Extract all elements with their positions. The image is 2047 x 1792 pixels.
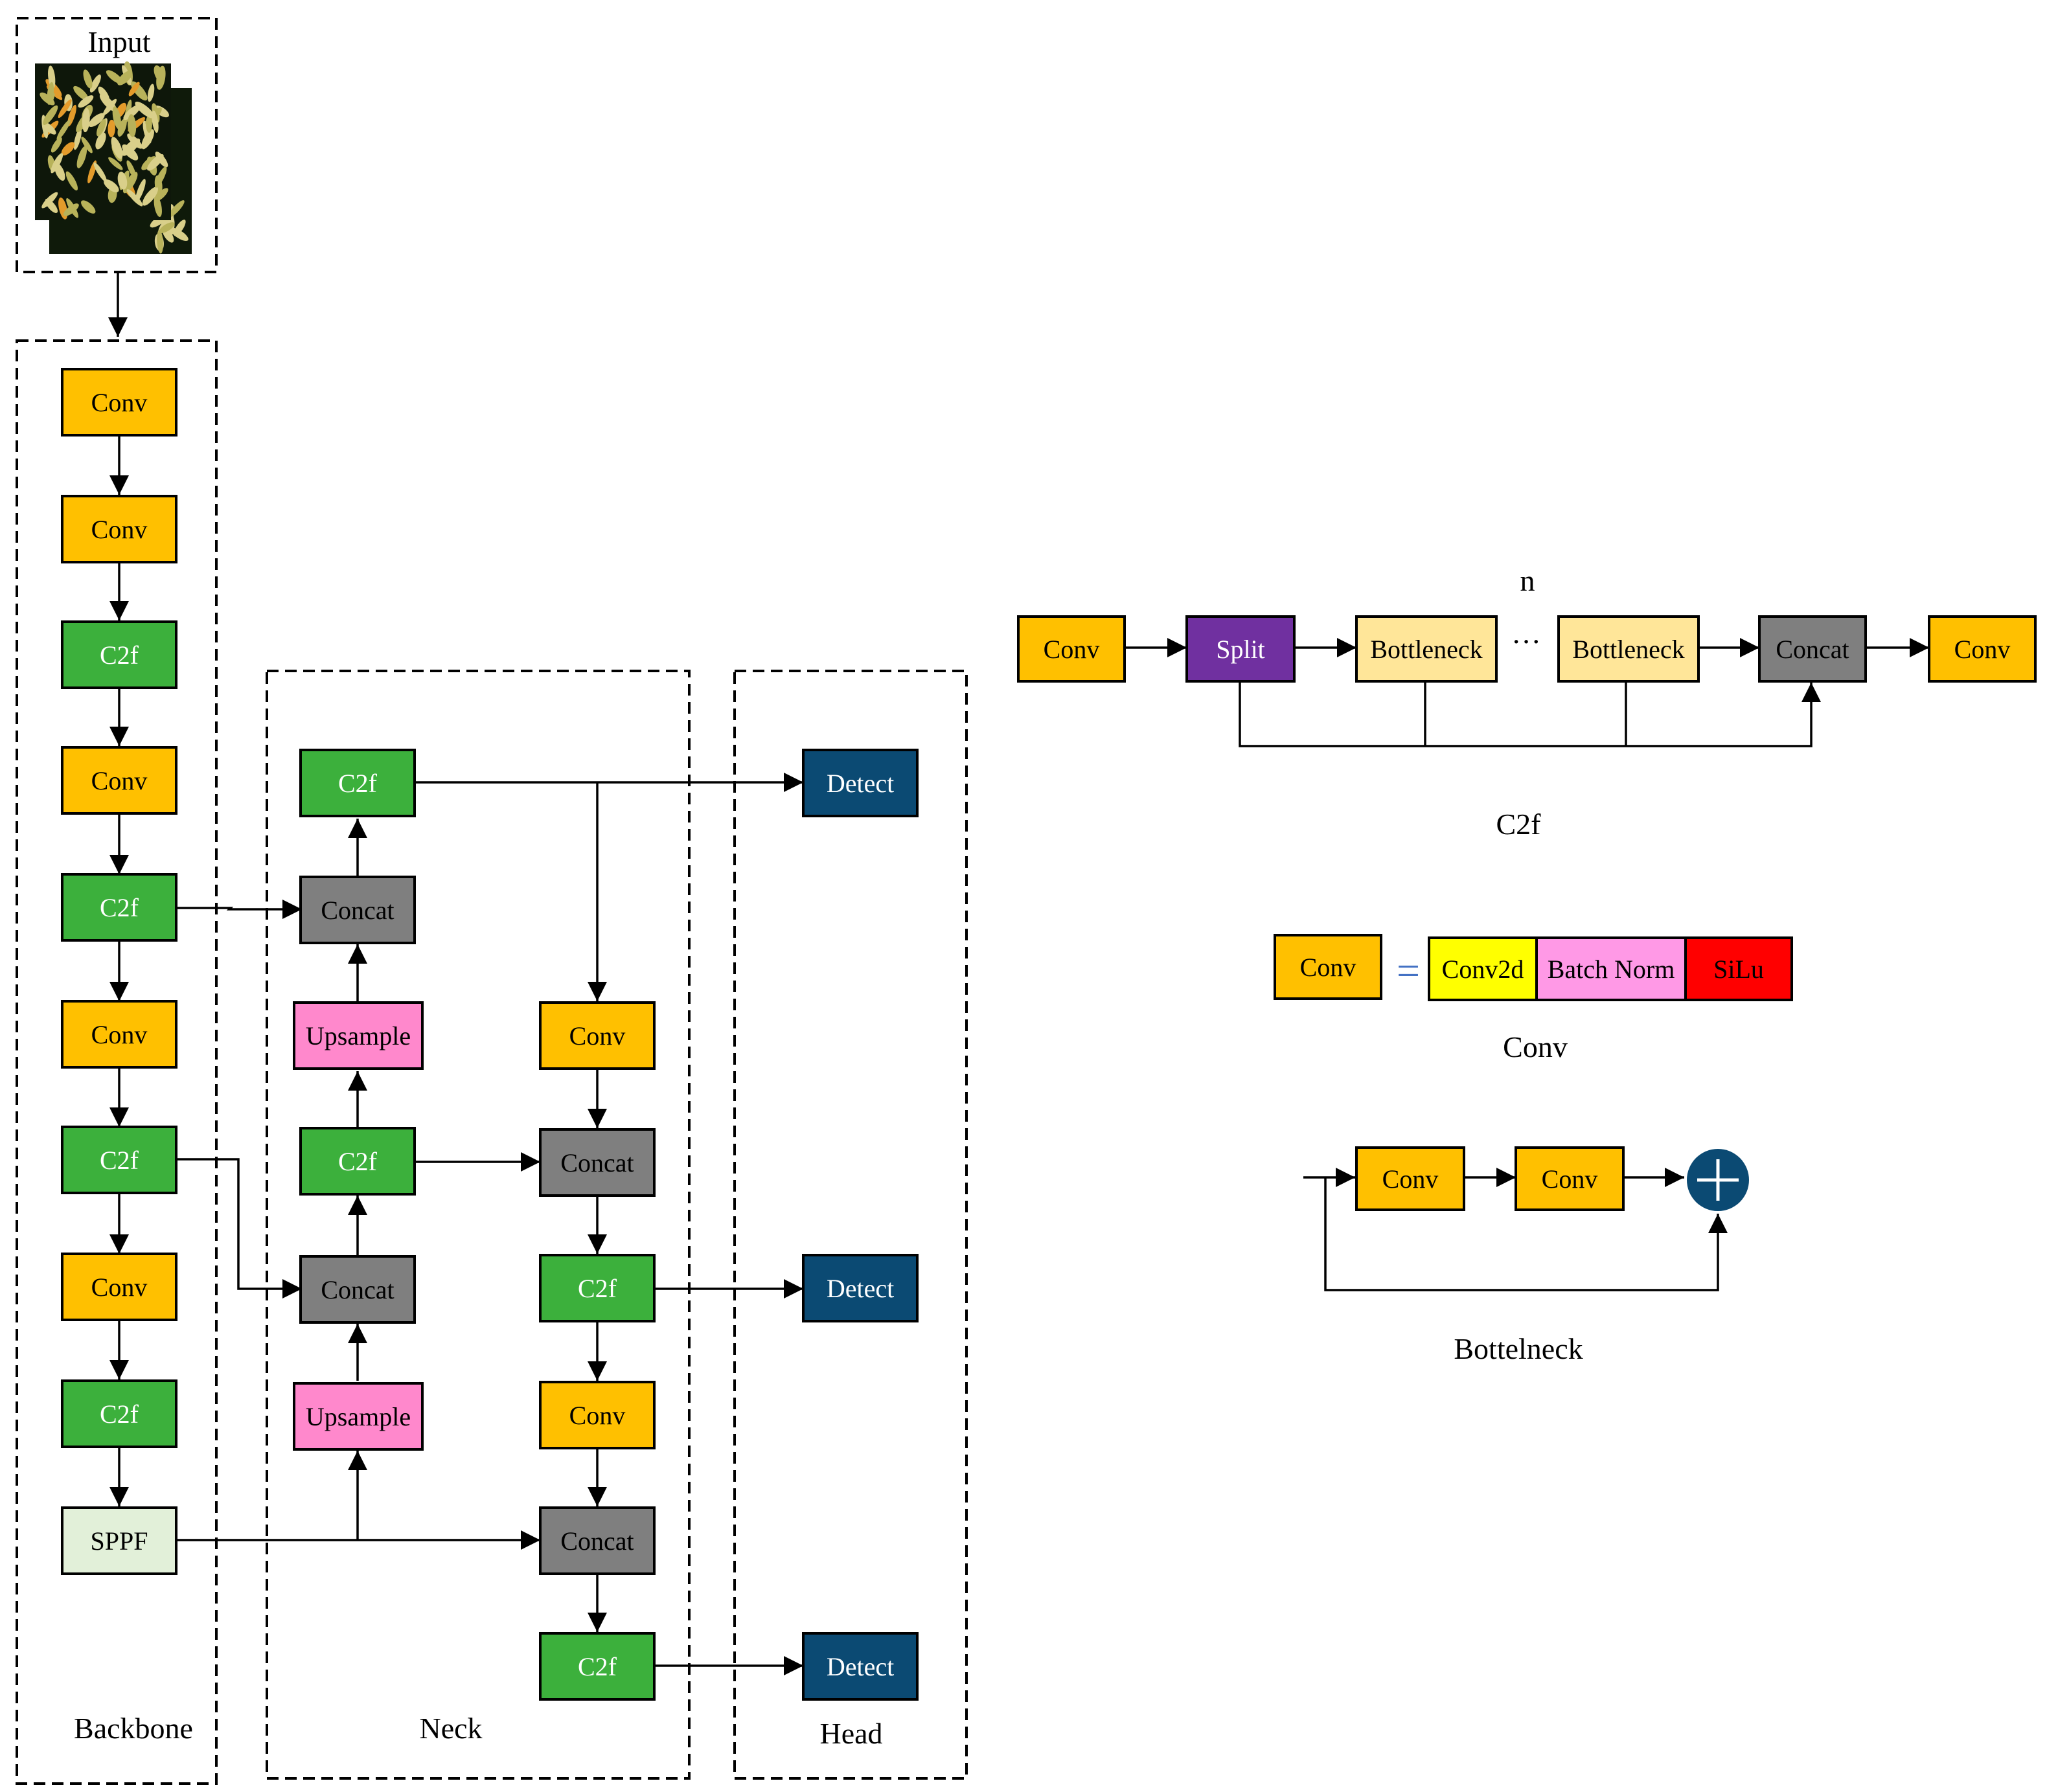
backbone-c2f-block-9: C2f — [61, 1379, 177, 1448]
neck-frame: Neck — [266, 670, 691, 1780]
neck-right-concat-block-2: Concat — [539, 1128, 656, 1197]
bottleneck-detail-conv-block-1: Conv — [1355, 1146, 1465, 1211]
neck-left-c2f-block-4: C2f — [299, 1127, 416, 1196]
backbone-c2f-block-9-label: C2f — [100, 1400, 139, 1429]
c2f-detail-bottleneck-block-3-label: Bottleneck — [1370, 635, 1482, 664]
c2f-detail-conv-block-6-label: Conv — [1954, 635, 2011, 664]
backbone-conv-block-1: Conv — [61, 368, 177, 437]
conv-detail-conv-block: Conv — [1274, 934, 1382, 1000]
backbone-frame: Backbone — [16, 339, 218, 1785]
circle-plus-icon — [1687, 1149, 1749, 1211]
head-detect-block-2: Detect — [802, 1254, 919, 1322]
c2f-detail-split-block-2: Split — [1185, 615, 1296, 683]
neck-right-concat-block-5-label: Concat — [560, 1526, 634, 1556]
neck-right-concat-block-2-label: Concat — [560, 1148, 634, 1177]
c2f-caption: C2f — [1496, 808, 1542, 841]
neck-right-concat-block-5: Concat — [539, 1506, 656, 1575]
bottleneck-detail-conv-block-2-label: Conv — [1542, 1164, 1598, 1194]
conv-detail-conv-block-label: Conv — [1300, 953, 1356, 982]
backbone-c2f-block-7-label: C2f — [100, 1146, 139, 1175]
c2f-detail-split-block-2-label: Split — [1216, 635, 1265, 664]
bottleneck-detail-conv-block-1-label: Conv — [1382, 1164, 1439, 1194]
neck-left-upsample-block-3-label: Upsample — [306, 1021, 411, 1050]
rice-grain-image — [35, 61, 192, 254]
neck-left-upsample-block-3: Upsample — [293, 1001, 424, 1070]
neck-left-concat-block-5: Concat — [299, 1255, 416, 1324]
repeat-n-label: n — [1520, 564, 1535, 597]
neck-label: Neck — [419, 1712, 482, 1745]
conv-detail-batch-norm-block-label: Batch Norm — [1548, 955, 1675, 984]
head-detect-block-3: Detect — [802, 1632, 919, 1701]
backbone-conv-block-2-label: Conv — [91, 515, 148, 544]
head-label: Head — [819, 1717, 882, 1750]
head-detect-block-2-label: Detect — [827, 1274, 894, 1303]
c2f-detail-conv-block-1-label: Conv — [1044, 635, 1100, 664]
backbone-sppf-block-10-label: SPPF — [91, 1526, 148, 1556]
connections — [108, 272, 1929, 1675]
neck-right-c2f-block-6: C2f — [539, 1632, 656, 1701]
backbone-sppf-block-10: SPPF — [61, 1506, 177, 1575]
backbone-conv-block-1-label: Conv — [91, 388, 148, 417]
conv-detail-batch-norm-block: Batch Norm — [1535, 936, 1687, 1001]
head-frame: Head — [733, 670, 968, 1780]
backbone-conv-block-4-label: Conv — [91, 766, 148, 795]
backbone-conv-block-8: Conv — [61, 1253, 177, 1321]
input-label: Input — [87, 25, 150, 58]
neck-left-c2f-block-4-label: C2f — [338, 1147, 378, 1176]
neck-left-concat-block-2-label: Concat — [321, 896, 394, 925]
c2f-detail-concat-block-5-label: Concat — [1776, 635, 1849, 664]
backbone-label: Backbone — [74, 1712, 193, 1745]
backbone-conv-block-8-label: Conv — [91, 1273, 148, 1302]
head-detect-block-1: Detect — [802, 749, 919, 817]
c2f-detail-conv-block-1: Conv — [1017, 615, 1126, 683]
conv-detail-conv2d-block: Conv2d — [1428, 936, 1538, 1001]
neck-right-conv-block-4: Conv — [539, 1381, 656, 1449]
c2f-detail-bottleneck-block-4: Bottleneck — [1557, 615, 1700, 683]
neck-right-conv-block-4-label: Conv — [569, 1401, 626, 1430]
backbone-c2f-block-3: C2f — [61, 620, 177, 689]
c2f-detail-bottleneck-block-3: Bottleneck — [1355, 615, 1498, 683]
neck-right-c2f-block-3: C2f — [539, 1254, 656, 1322]
ellipsis-label: ··· — [1511, 625, 1541, 658]
input-frame: Input — [16, 17, 218, 273]
equals-sign: = — [1397, 947, 1420, 993]
c2f-detail-concat-block-5: Concat — [1758, 615, 1867, 683]
c2f-detail-bottleneck-block-4-label: Bottleneck — [1572, 635, 1684, 664]
neck-left-c2f-block-1: C2f — [299, 749, 416, 817]
neck-right-c2f-block-3-label: C2f — [578, 1274, 617, 1303]
c2f-detail-conv-block-6: Conv — [1928, 615, 2037, 683]
neck-left-c2f-block-1-label: C2f — [338, 769, 378, 798]
neck-right-c2f-block-6-label: C2f — [578, 1652, 617, 1681]
backbone-conv-block-2: Conv — [61, 495, 177, 563]
conv-detail-silu-block-label: SiLu — [1713, 955, 1764, 984]
neck-left-upsample-block-6-label: Upsample — [306, 1402, 411, 1431]
backbone-c2f-block-7: C2f — [61, 1126, 177, 1194]
backbone-conv-block-6: Conv — [61, 1000, 177, 1069]
bottleneck-caption: Bottelneck — [1454, 1332, 1583, 1365]
backbone-conv-block-6-label: Conv — [91, 1020, 148, 1049]
conv-detail-silu-block: SiLu — [1684, 936, 1793, 1001]
conv-detail-conv2d-block-label: Conv2d — [1442, 955, 1524, 984]
backbone-c2f-block-3-label: C2f — [100, 641, 139, 670]
bottleneck-detail-conv-block-2: Conv — [1515, 1146, 1625, 1211]
neck-right-conv-block-1-label: Conv — [569, 1021, 626, 1050]
backbone-conv-block-4: Conv — [61, 746, 177, 815]
neck-left-concat-block-5-label: Concat — [321, 1275, 394, 1304]
backbone-c2f-block-5-label: C2f — [100, 893, 139, 922]
head-detect-block-3-label: Detect — [827, 1652, 894, 1681]
backbone-c2f-block-5: C2f — [61, 873, 177, 942]
neck-left-concat-block-2: Concat — [299, 876, 416, 944]
head-detect-block-1-label: Detect — [827, 769, 894, 798]
neck-right-conv-block-1: Conv — [539, 1001, 656, 1070]
neck-left-upsample-block-6: Upsample — [293, 1382, 424, 1451]
conv-caption: Conv — [1503, 1030, 1568, 1063]
